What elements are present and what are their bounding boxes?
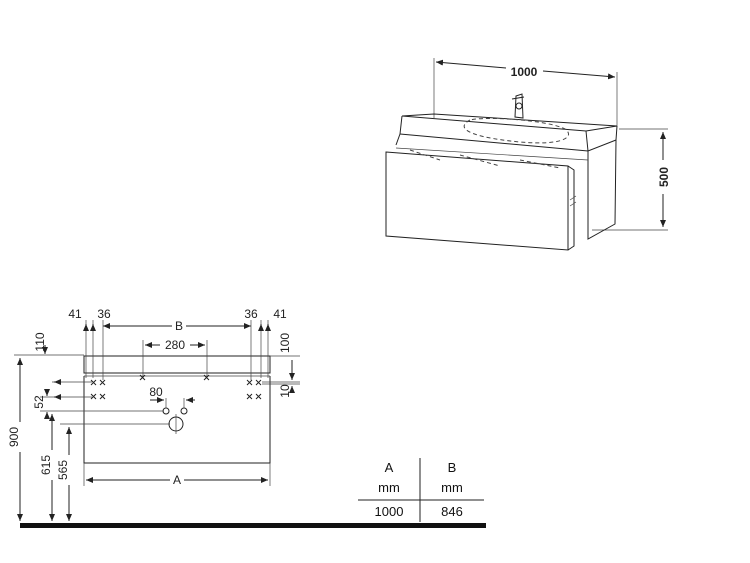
table-unit-a: mm — [378, 480, 400, 495]
label-52: 52 — [32, 395, 46, 409]
table-header-a: A — [385, 460, 394, 475]
table-unit-b: mm — [441, 480, 463, 495]
label-565: 565 — [56, 460, 70, 480]
label-right-36: 36 — [244, 307, 258, 321]
label-right-41: 41 — [273, 307, 287, 321]
dim-width-label: 1000 — [511, 65, 538, 79]
table-header-b: B — [448, 460, 457, 475]
label-left-41: 41 — [68, 307, 82, 321]
label-80: 80 — [149, 385, 163, 399]
label-a: A — [173, 473, 181, 487]
dimension-table: A B mm mm 1000 846 — [358, 458, 484, 522]
label-615: 615 — [39, 455, 53, 475]
label-900: 900 — [7, 427, 21, 447]
label-110: 110 — [33, 332, 47, 351]
dim-height-label: 500 — [657, 167, 671, 187]
label-left-36: 36 — [97, 307, 111, 321]
label-280: 280 — [165, 338, 185, 352]
label-10: 10 — [278, 384, 292, 398]
perspective-view: 1000 500 — [385, 58, 671, 251]
label-100: 100 — [278, 333, 292, 353]
mounting-points — [90, 374, 262, 400]
label-b: B — [175, 319, 183, 333]
table-cell-a: 1000 — [375, 504, 404, 519]
floor-line — [20, 523, 486, 528]
front-view: 41 36 36 41 B 280 — [7, 307, 486, 528]
table-cell-b: 846 — [441, 504, 463, 519]
